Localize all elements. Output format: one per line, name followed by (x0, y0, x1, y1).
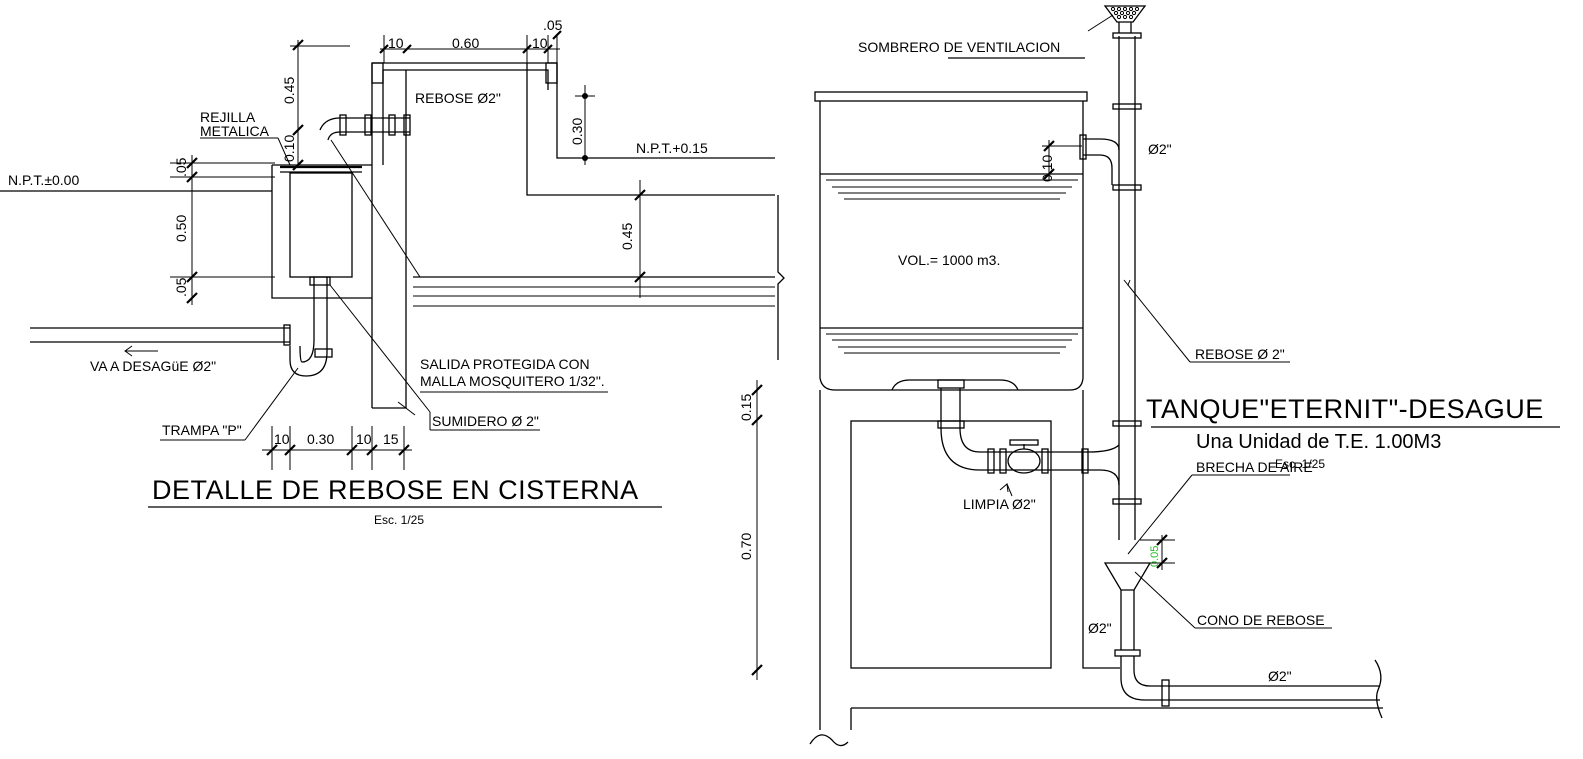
dim-v-050: 0.50 (173, 215, 189, 242)
dim-v-05b: .05 (173, 277, 189, 297)
dim-top-10a: 10 (388, 35, 404, 51)
dim-v-030: 0.30 (569, 118, 585, 145)
left-scale: Esc. 1/25 (374, 513, 424, 527)
label-va-desague: VA A DESAGüE Ø2" (90, 358, 216, 374)
right-subtitle: Una Unidad de T.E. 1.00M3 (1196, 431, 1441, 453)
dim-b-030: 0.30 (307, 431, 334, 447)
dim-v-045a: 0.45 (281, 77, 297, 104)
dim-b-10b: 10 (356, 431, 372, 447)
dim-b-15: 15 (383, 431, 399, 447)
label-trampa: TRAMPA "P" (162, 422, 242, 438)
label-d2-bottom: Ø2" (1268, 668, 1292, 684)
label-npt-000: N.P.T.±0.00 (8, 172, 79, 188)
left-title: DETALLE DE REBOSE EN CISTERNA (152, 475, 639, 505)
dim-v-05a: .05 (173, 157, 189, 177)
label-sumidero: SUMIDERO Ø 2" (432, 413, 539, 429)
dim-right-015: 0.15 (738, 394, 754, 421)
label-limpia: LIMPIA Ø2" (963, 496, 1036, 512)
label-rejilla-1: REJILLA (200, 109, 256, 125)
label-d2-top: Ø2" (1148, 141, 1172, 157)
label-rebose: REBOSE Ø2" (415, 90, 501, 106)
label-rejilla-2: METALICA (200, 123, 270, 139)
label-salida-2: MALLA MOSQUITERO 1/32". (420, 373, 605, 389)
dim-top-10b: 10 (532, 35, 548, 51)
cistern-overflow-detail: REJILLA METALICA REBOSE Ø2" N.P.T.±0.00 … (0, 17, 1085, 527)
label-rebose-right: REBOSE Ø 2" (1195, 346, 1285, 362)
label-d2-left: Ø2" (1088, 620, 1112, 636)
dim-right-010: 0.10 (1039, 155, 1055, 182)
label-salida-1: SALIDA PROTEGIDA CON (420, 356, 590, 372)
dim-right-005: 0.05 (1149, 546, 1161, 567)
right-scale: Esc. 1/25 (1275, 457, 1325, 471)
dim-right-070: 0.70 (738, 533, 754, 560)
label-npt-015: N.P.T.+0.15 (636, 140, 708, 156)
dim-v-010: 0.10 (281, 135, 297, 162)
dim-top-060: 0.60 (452, 35, 479, 51)
label-vol: VOL.= 1000 m3. (898, 252, 1000, 268)
vent-hat-mesh-icon (1110, 6, 1140, 20)
label-sombrero: SOMBRERO DE VENTILACION (858, 39, 1060, 55)
dim-v-045b: 0.45 (619, 223, 635, 250)
dim-b-10a: 10 (274, 431, 290, 447)
dim-top-05: .05 (543, 17, 563, 33)
eternit-tank-detail: SOMBRERO DE VENTILACION VOL.= 1000 m3. Ø… (738, 5, 1560, 747)
label-cono: CONO DE REBOSE (1197, 612, 1325, 628)
right-title: TANQUE"ETERNIT"-DESAGUE (1146, 394, 1544, 424)
label-brecha: BRECHA DE AIRE (1196, 459, 1313, 475)
